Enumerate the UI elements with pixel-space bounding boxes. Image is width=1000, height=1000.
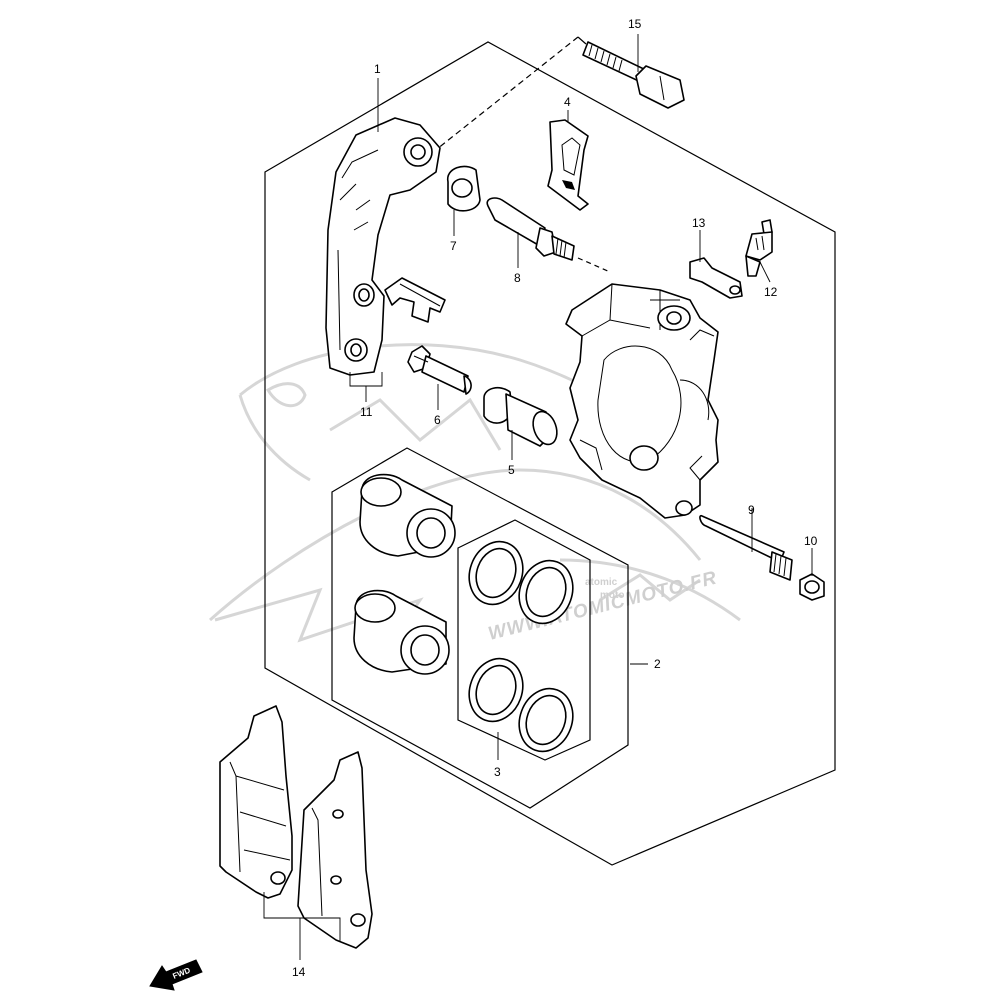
piston-seal-upper-left-part bbox=[468, 540, 524, 606]
fwd-arrow-icon bbox=[149, 959, 203, 991]
callout-10: 10 bbox=[804, 534, 818, 548]
forward-direction-indicator: FWD bbox=[149, 959, 203, 991]
watermark-brand: atomic bbox=[585, 577, 618, 588]
callout-6: 6 bbox=[434, 413, 441, 427]
brake-pad-right-part bbox=[297, 751, 373, 949]
caliper-assembly-outline bbox=[264, 41, 836, 866]
caliper-bracket-part bbox=[325, 117, 441, 376]
piston-lower-part bbox=[353, 589, 450, 675]
piston-seal-upper-right-part bbox=[518, 559, 574, 625]
dust-boot-part bbox=[447, 165, 481, 212]
leader-lines bbox=[263, 34, 813, 960]
piston-upper-part bbox=[359, 473, 456, 558]
callout-9: 9 bbox=[748, 503, 755, 517]
mounting-pin-part bbox=[699, 514, 793, 581]
callout-5: 5 bbox=[508, 463, 515, 477]
caliper-pin-bolt-part bbox=[483, 386, 558, 447]
callout-15: 15 bbox=[628, 17, 642, 31]
callout-7: 7 bbox=[450, 239, 457, 253]
bolt-guide-line bbox=[431, 36, 579, 154]
piston-seal-lower-left-part bbox=[468, 657, 524, 723]
callout-11: 11 bbox=[360, 405, 373, 419]
slide-pin-lower-part bbox=[407, 345, 472, 395]
callout-4: 4 bbox=[564, 95, 571, 109]
bleeder-screw-part bbox=[745, 219, 773, 277]
slide-pin-upper-part bbox=[486, 197, 575, 261]
piston-seal-lower-right-part bbox=[518, 687, 574, 753]
piston-set-outline bbox=[331, 447, 629, 809]
brake-pad-left-part bbox=[219, 705, 293, 899]
callout-8: 8 bbox=[514, 271, 521, 285]
callout-3: 3 bbox=[494, 765, 501, 779]
callout-labels: 1 2 3 4 5 6 7 8 9 10 11 12 13 14 15 bbox=[292, 17, 818, 979]
callout-14: 14 bbox=[292, 965, 306, 979]
callout-1: 1 bbox=[374, 62, 381, 76]
pin-cap-part bbox=[799, 573, 825, 601]
caliper-body-part bbox=[565, 283, 719, 519]
pad-spring-part bbox=[547, 119, 589, 211]
pad-clip-part bbox=[384, 277, 446, 323]
callout-12: 12 bbox=[764, 285, 778, 299]
callout-2: 2 bbox=[654, 657, 661, 671]
seal-set-outline bbox=[457, 519, 591, 761]
watermark-brand-sub: moto bbox=[600, 590, 624, 601]
bleeder-cap-part bbox=[689, 257, 743, 299]
bolt-part bbox=[582, 41, 685, 109]
callout-13: 13 bbox=[692, 216, 706, 230]
